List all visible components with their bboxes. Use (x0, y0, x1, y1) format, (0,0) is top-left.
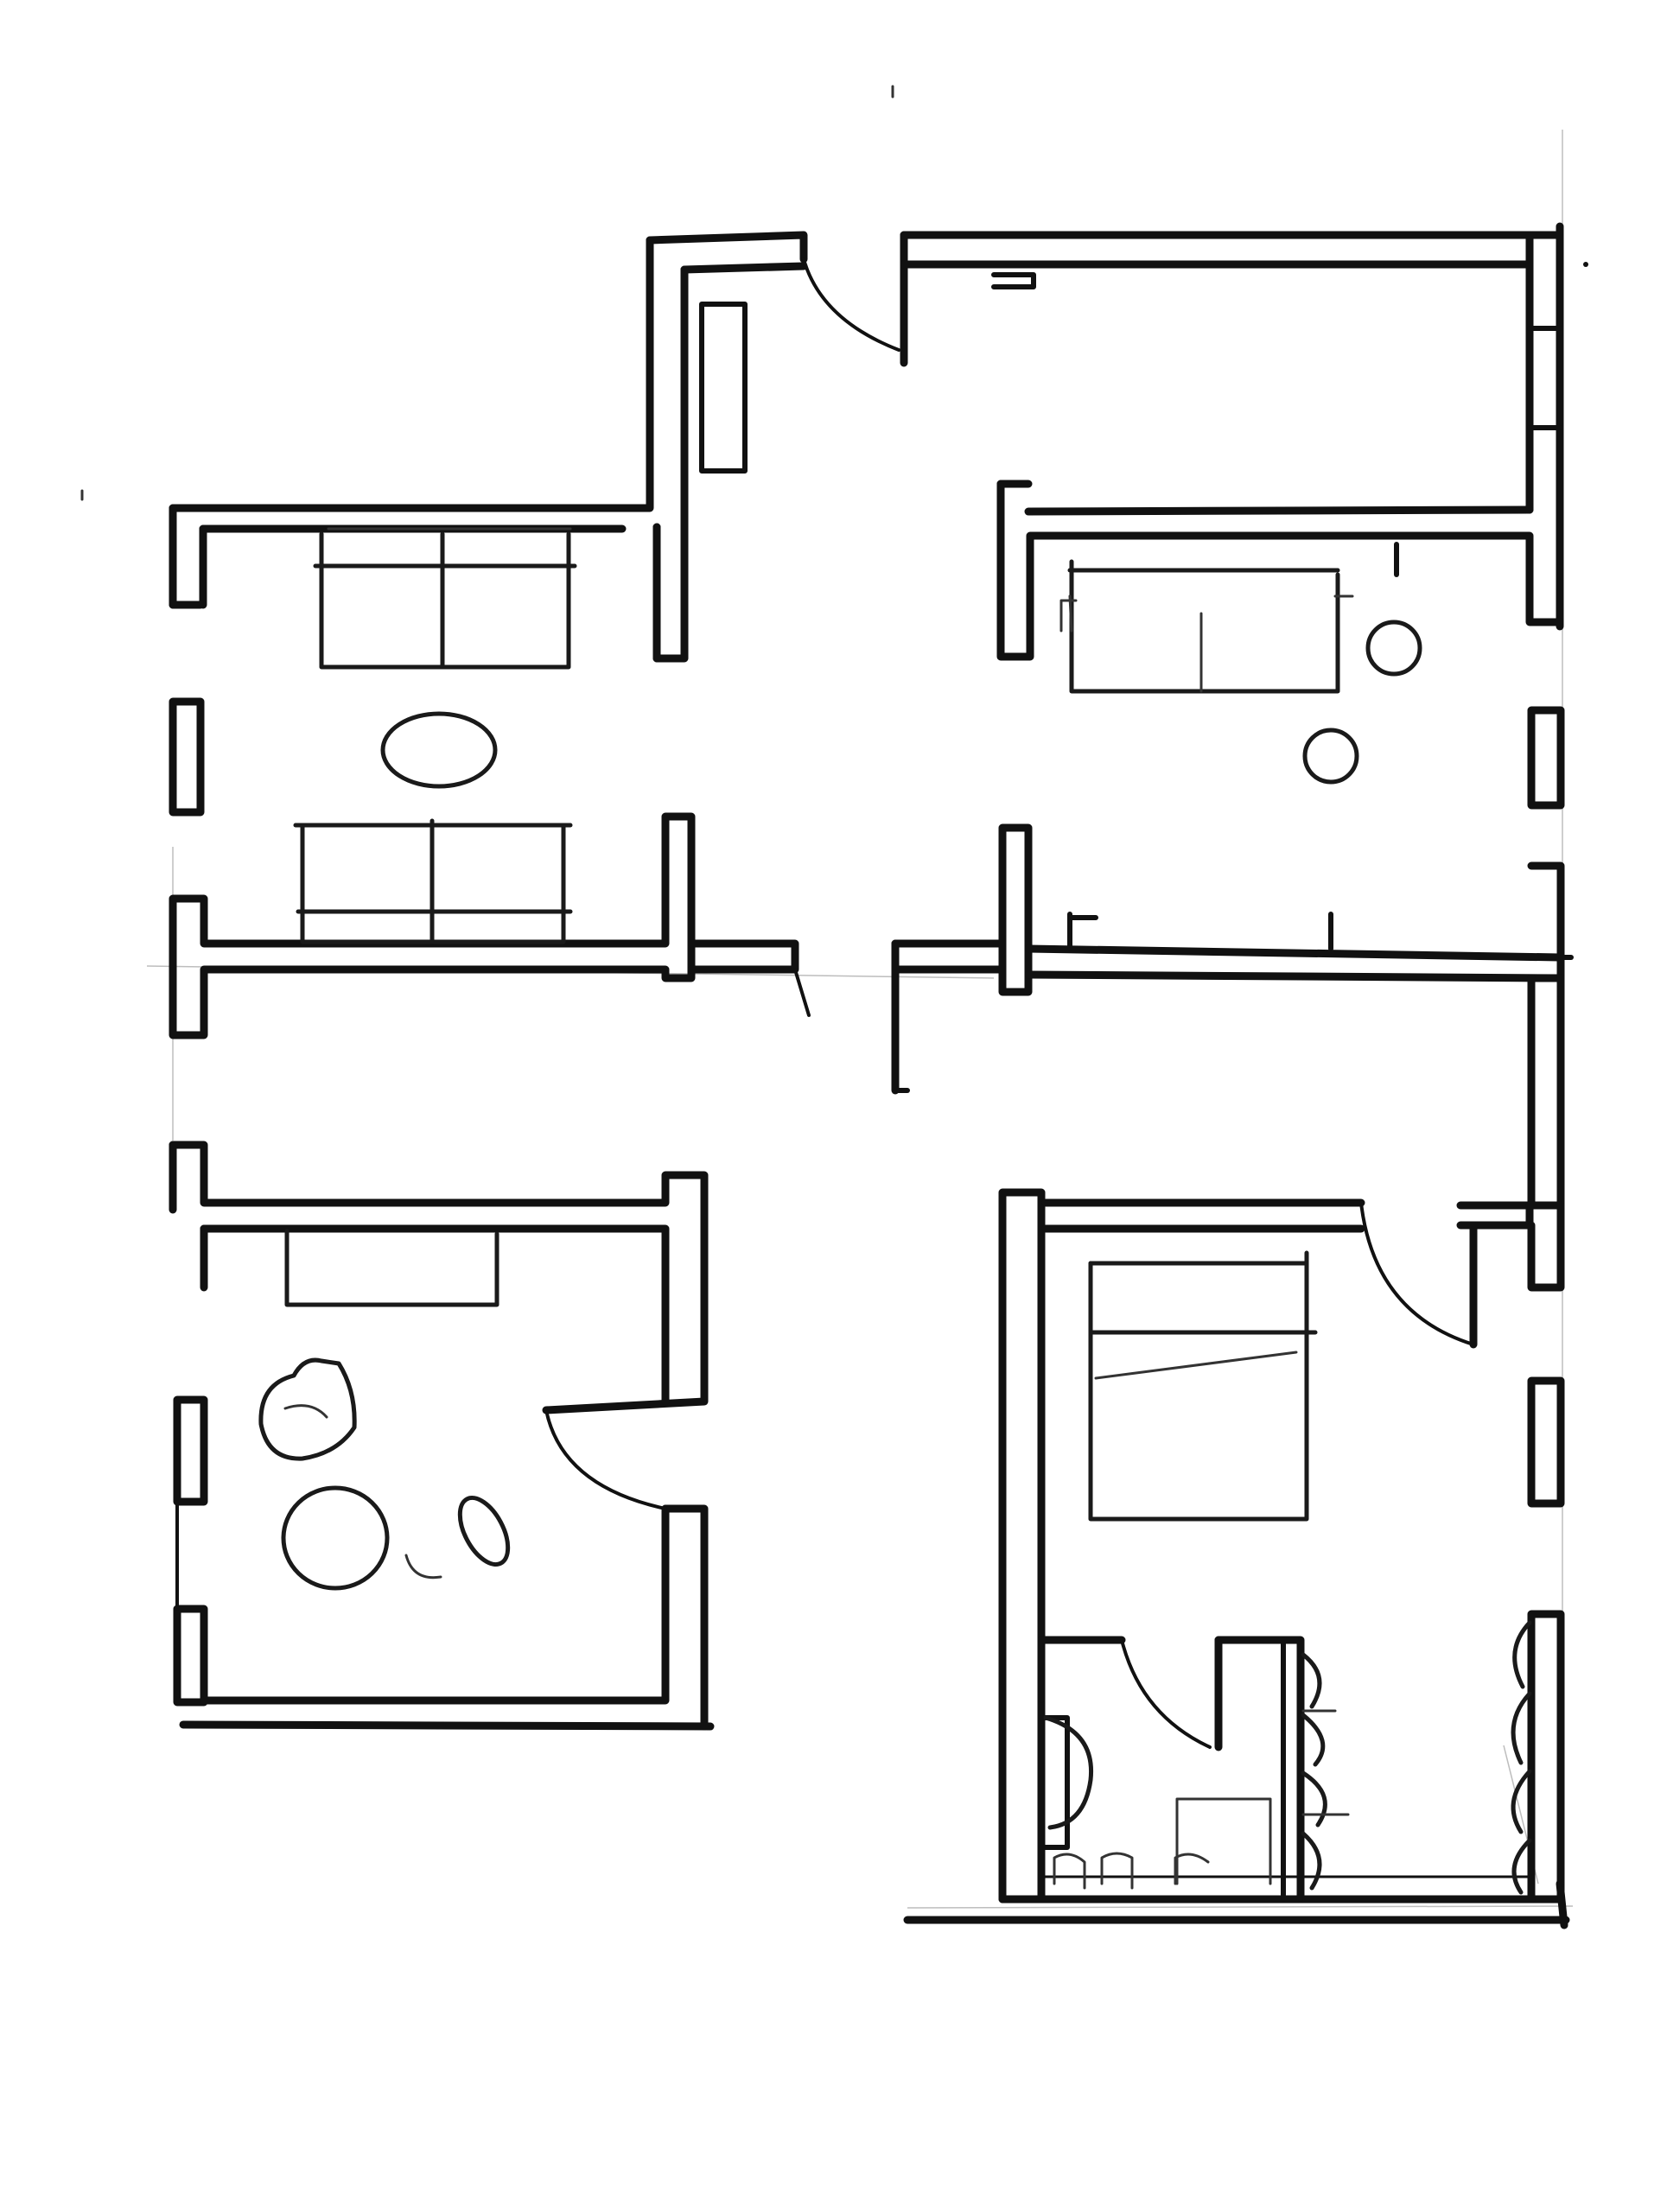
side-table (1365, 620, 1422, 677)
bed-lower (1088, 1250, 1318, 1522)
armchair (258, 1357, 357, 1461)
sofa-bottom (293, 818, 573, 944)
lounge-window-west (173, 1395, 208, 1506)
coffee-table (380, 711, 498, 789)
entry-closet (699, 302, 748, 474)
bathroom-fixtures (1043, 1715, 1272, 1890)
door-swings (544, 257, 1478, 1749)
construction-guides (146, 130, 1574, 1923)
bed-upper (1059, 559, 1354, 694)
wardrobe (1298, 1620, 1532, 1902)
stool (1302, 728, 1359, 785)
sideboard (284, 1229, 499, 1307)
lounge-door-swing (544, 1408, 667, 1510)
walls (169, 222, 1574, 1929)
bedroom-door-swing (1359, 1201, 1475, 1346)
round-table (281, 1485, 390, 1591)
living-window-west (169, 697, 205, 817)
sketch-marks (80, 85, 1588, 501)
bath-door-swing (1120, 1638, 1212, 1749)
sofa-top (313, 527, 577, 670)
entry-door-swing (802, 257, 900, 352)
lounge-chair (404, 1496, 511, 1580)
